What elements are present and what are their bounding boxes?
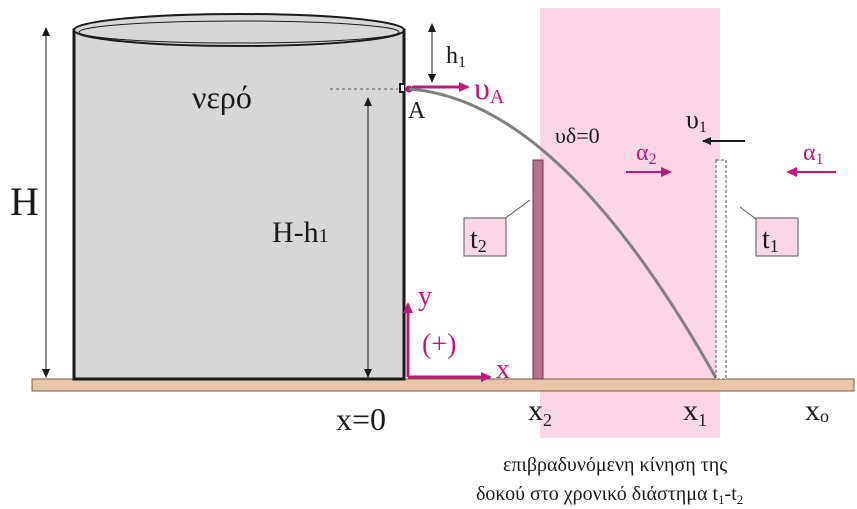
positive-direction-label: (+) xyxy=(422,329,456,360)
beam-at-x1 xyxy=(715,159,727,380)
t2-label: t2 xyxy=(470,224,487,256)
t1-label: t1 xyxy=(762,224,779,256)
velocity-1-label: υ1 xyxy=(686,105,707,136)
h1-label: h1 xyxy=(446,43,466,71)
x2-label: x2 xyxy=(528,394,552,430)
acceleration-1-label: α1 xyxy=(803,140,824,168)
y-axis-label: y xyxy=(418,281,432,312)
acceleration-2-label: α2 xyxy=(636,140,657,168)
height-h-label: H xyxy=(10,179,39,224)
water-trajectory xyxy=(408,87,718,379)
point-a-label: A xyxy=(408,98,426,124)
height-diff-label: H-h1 xyxy=(272,216,329,249)
velocity-a-label: υA xyxy=(474,70,505,108)
caption-line-2: δοκού στο χρονικό διάστημα t1-t2 xyxy=(476,483,743,507)
x-zero-label: x=0 xyxy=(336,401,386,437)
water-tank xyxy=(72,13,406,381)
x1-label: x1 xyxy=(683,394,707,430)
x-axis-label: x xyxy=(496,354,510,385)
ground xyxy=(31,378,855,392)
deceleration-region xyxy=(540,8,720,438)
t1-box xyxy=(755,217,799,257)
caption-line-1: επιβραδυνόμενη κίνηση της xyxy=(503,454,727,476)
xo-label: xο xyxy=(805,394,829,427)
beam-velocity-zero-label: υδ=0 xyxy=(555,123,600,148)
t2-box xyxy=(463,217,507,257)
water-label: νερό xyxy=(192,79,252,115)
beam-at-x2 xyxy=(532,159,544,380)
